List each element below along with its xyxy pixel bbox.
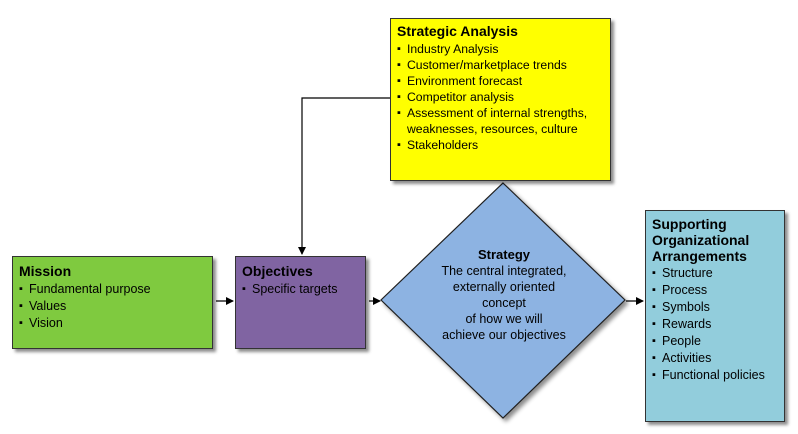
list-item: Values <box>19 298 206 315</box>
list-item: Competitor analysis <box>397 89 604 105</box>
strategy-diamond <box>380 182 626 419</box>
list-item: People <box>652 333 778 350</box>
list-item-continuation: weaknesses, resources, culture <box>407 122 578 136</box>
list-item: Symbols <box>652 299 778 316</box>
list-item: Activities <box>652 350 778 367</box>
strategy-title: Strategy <box>477 247 531 262</box>
strategic-analysis-title: Strategic Analysis <box>397 23 518 39</box>
list-item: Specific targets <box>242 281 359 298</box>
supporting-title: Supporting Organizational Arrangements <box>652 216 778 264</box>
supporting-title-line: Arrangements <box>652 248 747 264</box>
list-item: Process <box>652 282 778 299</box>
list-item: Rewards <box>652 316 778 333</box>
strategic-analysis-box: Strategic Analysis Industry Analysis Cus… <box>390 18 611 181</box>
objectives-title: Objectives <box>242 263 313 279</box>
list-item: Stakeholders <box>397 137 604 153</box>
mission-list: Fundamental purpose Values Vision <box>19 281 206 332</box>
objectives-list: Specific targets <box>242 281 359 298</box>
supporting-arrangements-box: Supporting Organizational Arrangements S… <box>645 210 785 422</box>
supporting-title-line: Supporting <box>652 216 727 232</box>
strategic-analysis-list: Industry Analysis Customer/marketplace t… <box>397 41 604 153</box>
strategy-text: Strategy The central integrated, externa… <box>420 247 588 343</box>
supporting-list: Structure Process Symbols Rewards People… <box>652 265 778 384</box>
list-item: Vision <box>19 315 206 332</box>
strategy-line: achieve our objectives <box>442 328 566 342</box>
strategy-line: externally oriented <box>452 280 556 294</box>
mission-title: Mission <box>19 263 72 279</box>
list-item: Assessment of internal strengths, <box>397 105 604 121</box>
strategy-line: concept <box>482 296 526 310</box>
list-item: Structure <box>652 265 778 282</box>
list-item: Functional policies <box>652 367 778 384</box>
connector-analysis-to-objectives <box>298 97 390 255</box>
list-item: Customer/marketplace trends <box>397 57 604 73</box>
list-item: Industry Analysis <box>397 41 604 57</box>
supporting-title-line: Organizational <box>652 232 750 248</box>
strategy-line: of how we will <box>465 312 543 326</box>
list-item: Fundamental purpose <box>19 281 206 298</box>
mission-box: Mission Fundamental purpose Values Visio… <box>12 256 213 349</box>
list-item: Environment forecast <box>397 73 604 89</box>
objectives-box: Objectives Specific targets <box>235 256 366 349</box>
strategy-line: The central integrated, <box>441 264 567 278</box>
